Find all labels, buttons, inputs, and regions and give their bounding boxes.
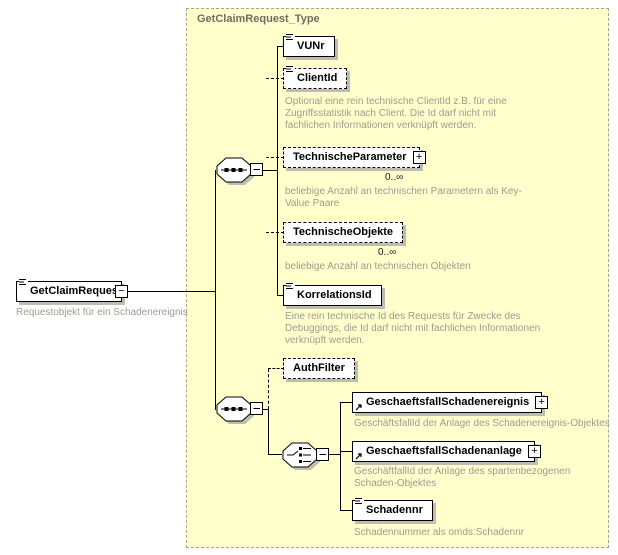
element-geschaeftsfall-schadenanlage[interactable]: GeschaeftsfallSchadenanlage +	[352, 441, 541, 462]
collapse-toggle-root[interactable]: −	[115, 285, 128, 298]
element-name: GetClaimRequest	[30, 285, 122, 297]
element-korrelationsid[interactable]: KorrelationsId	[283, 282, 382, 306]
element-name: TechnischeParameter	[293, 151, 407, 163]
connector-stub-vunr	[277, 46, 284, 47]
element-name: GeschaeftsfallSchadenereignis	[366, 396, 530, 408]
sequence-compositor-2[interactable]	[216, 396, 268, 426]
element-vunr[interactable]: VUNr	[283, 33, 335, 57]
connector-seq1-out	[263, 170, 278, 171]
expand-toggle[interactable]: +	[527, 445, 541, 458]
expand-toggle[interactable]: +	[412, 151, 426, 164]
element-name: KorrelationsId	[297, 289, 372, 301]
annotation-geschaeftsfall-schadenanlage: GeschäftfallId der Anlage des spartenbez…	[354, 466, 571, 489]
annotation-schadennr: Schadennummer als omds:Schadennr	[354, 527, 525, 538]
connector-authfilter-leg	[268, 369, 269, 409]
element-getclaimrequest[interactable]: GetClaimRequest −	[16, 278, 128, 302]
element-name: ClientId	[297, 72, 338, 84]
reference-arrow-icon	[355, 403, 363, 411]
connector-root-to-sequence	[122, 291, 216, 292]
annotation-korrelationsid: Eine rein technische Id des Requests für…	[285, 311, 541, 346]
simple-content-icon	[286, 65, 295, 74]
annotation-technische-parameter: beliebige Anzahl an technischen Paramete…	[285, 186, 522, 209]
connector-stub-gsa	[340, 451, 352, 452]
choice-compositor[interactable]	[282, 442, 334, 472]
connector-choice-leg	[268, 409, 269, 455]
simple-content-icon	[286, 33, 295, 42]
complex-type-label: GetClaimRequest_Type	[197, 13, 320, 25]
connector-stub-technische-parameter	[266, 157, 284, 158]
element-name: GeschaeftsfallSchadenanlage	[366, 445, 522, 457]
element-name: AuthFilter	[293, 362, 345, 374]
element-schadennr[interactable]: Schadennr	[352, 497, 433, 521]
element-authfilter[interactable]: AuthFilter	[283, 358, 355, 379]
connector-choice-out	[329, 454, 340, 455]
reference-arrow-icon	[355, 452, 363, 460]
connector-sequence-trunk	[215, 170, 216, 410]
simple-content-icon	[355, 497, 364, 506]
annotation-getclaimrequest: Requestobjekt für ein Schadenereignis	[16, 307, 188, 318]
connector-stub-schadennr	[340, 510, 352, 511]
occurrence-technische-parameter: 0..∞	[385, 172, 404, 183]
element-geschaeftsfall-schadenereignis[interactable]: GeschaeftsfallSchadenereignis +	[352, 392, 549, 413]
expand-toggle[interactable]: +	[535, 396, 549, 409]
occurrence-technische-objekte: 0..∞	[378, 247, 397, 258]
connector-branch1	[277, 46, 278, 296]
annotation-technische-objekte: beliebige Anzahl an technischen Objekten	[285, 261, 471, 272]
simple-content-icon	[19, 278, 28, 287]
element-name: VUNr	[297, 40, 325, 52]
simple-content-icon	[286, 282, 295, 291]
annotation-clientid: Optional eine rein technische ClientId z…	[285, 96, 507, 131]
sequence-compositor-1[interactable]	[216, 157, 268, 187]
connector-stub-authfilter	[268, 368, 284, 369]
connector-stub-technische-objekte	[266, 232, 284, 233]
connector-stub-gse	[340, 402, 352, 403]
connector-choice-in	[268, 454, 282, 455]
connector-seq2-out	[263, 409, 269, 410]
connector-stub-clientid	[266, 78, 284, 79]
element-name: Schadennr	[366, 504, 423, 516]
connector-branch2	[340, 402, 341, 511]
element-clientid[interactable]: ClientId	[283, 65, 348, 89]
connector-stub-korrelationsid	[277, 295, 284, 296]
annotation-geschaeftsfall-schadenereignis: GeschäftsfallId der Anlage des Schadener…	[354, 418, 610, 429]
element-name: TechnischeObjekte	[293, 226, 394, 238]
element-technische-parameter[interactable]: TechnischeParameter +	[283, 147, 426, 168]
element-technische-objekte[interactable]: TechnischeObjekte	[283, 222, 404, 243]
